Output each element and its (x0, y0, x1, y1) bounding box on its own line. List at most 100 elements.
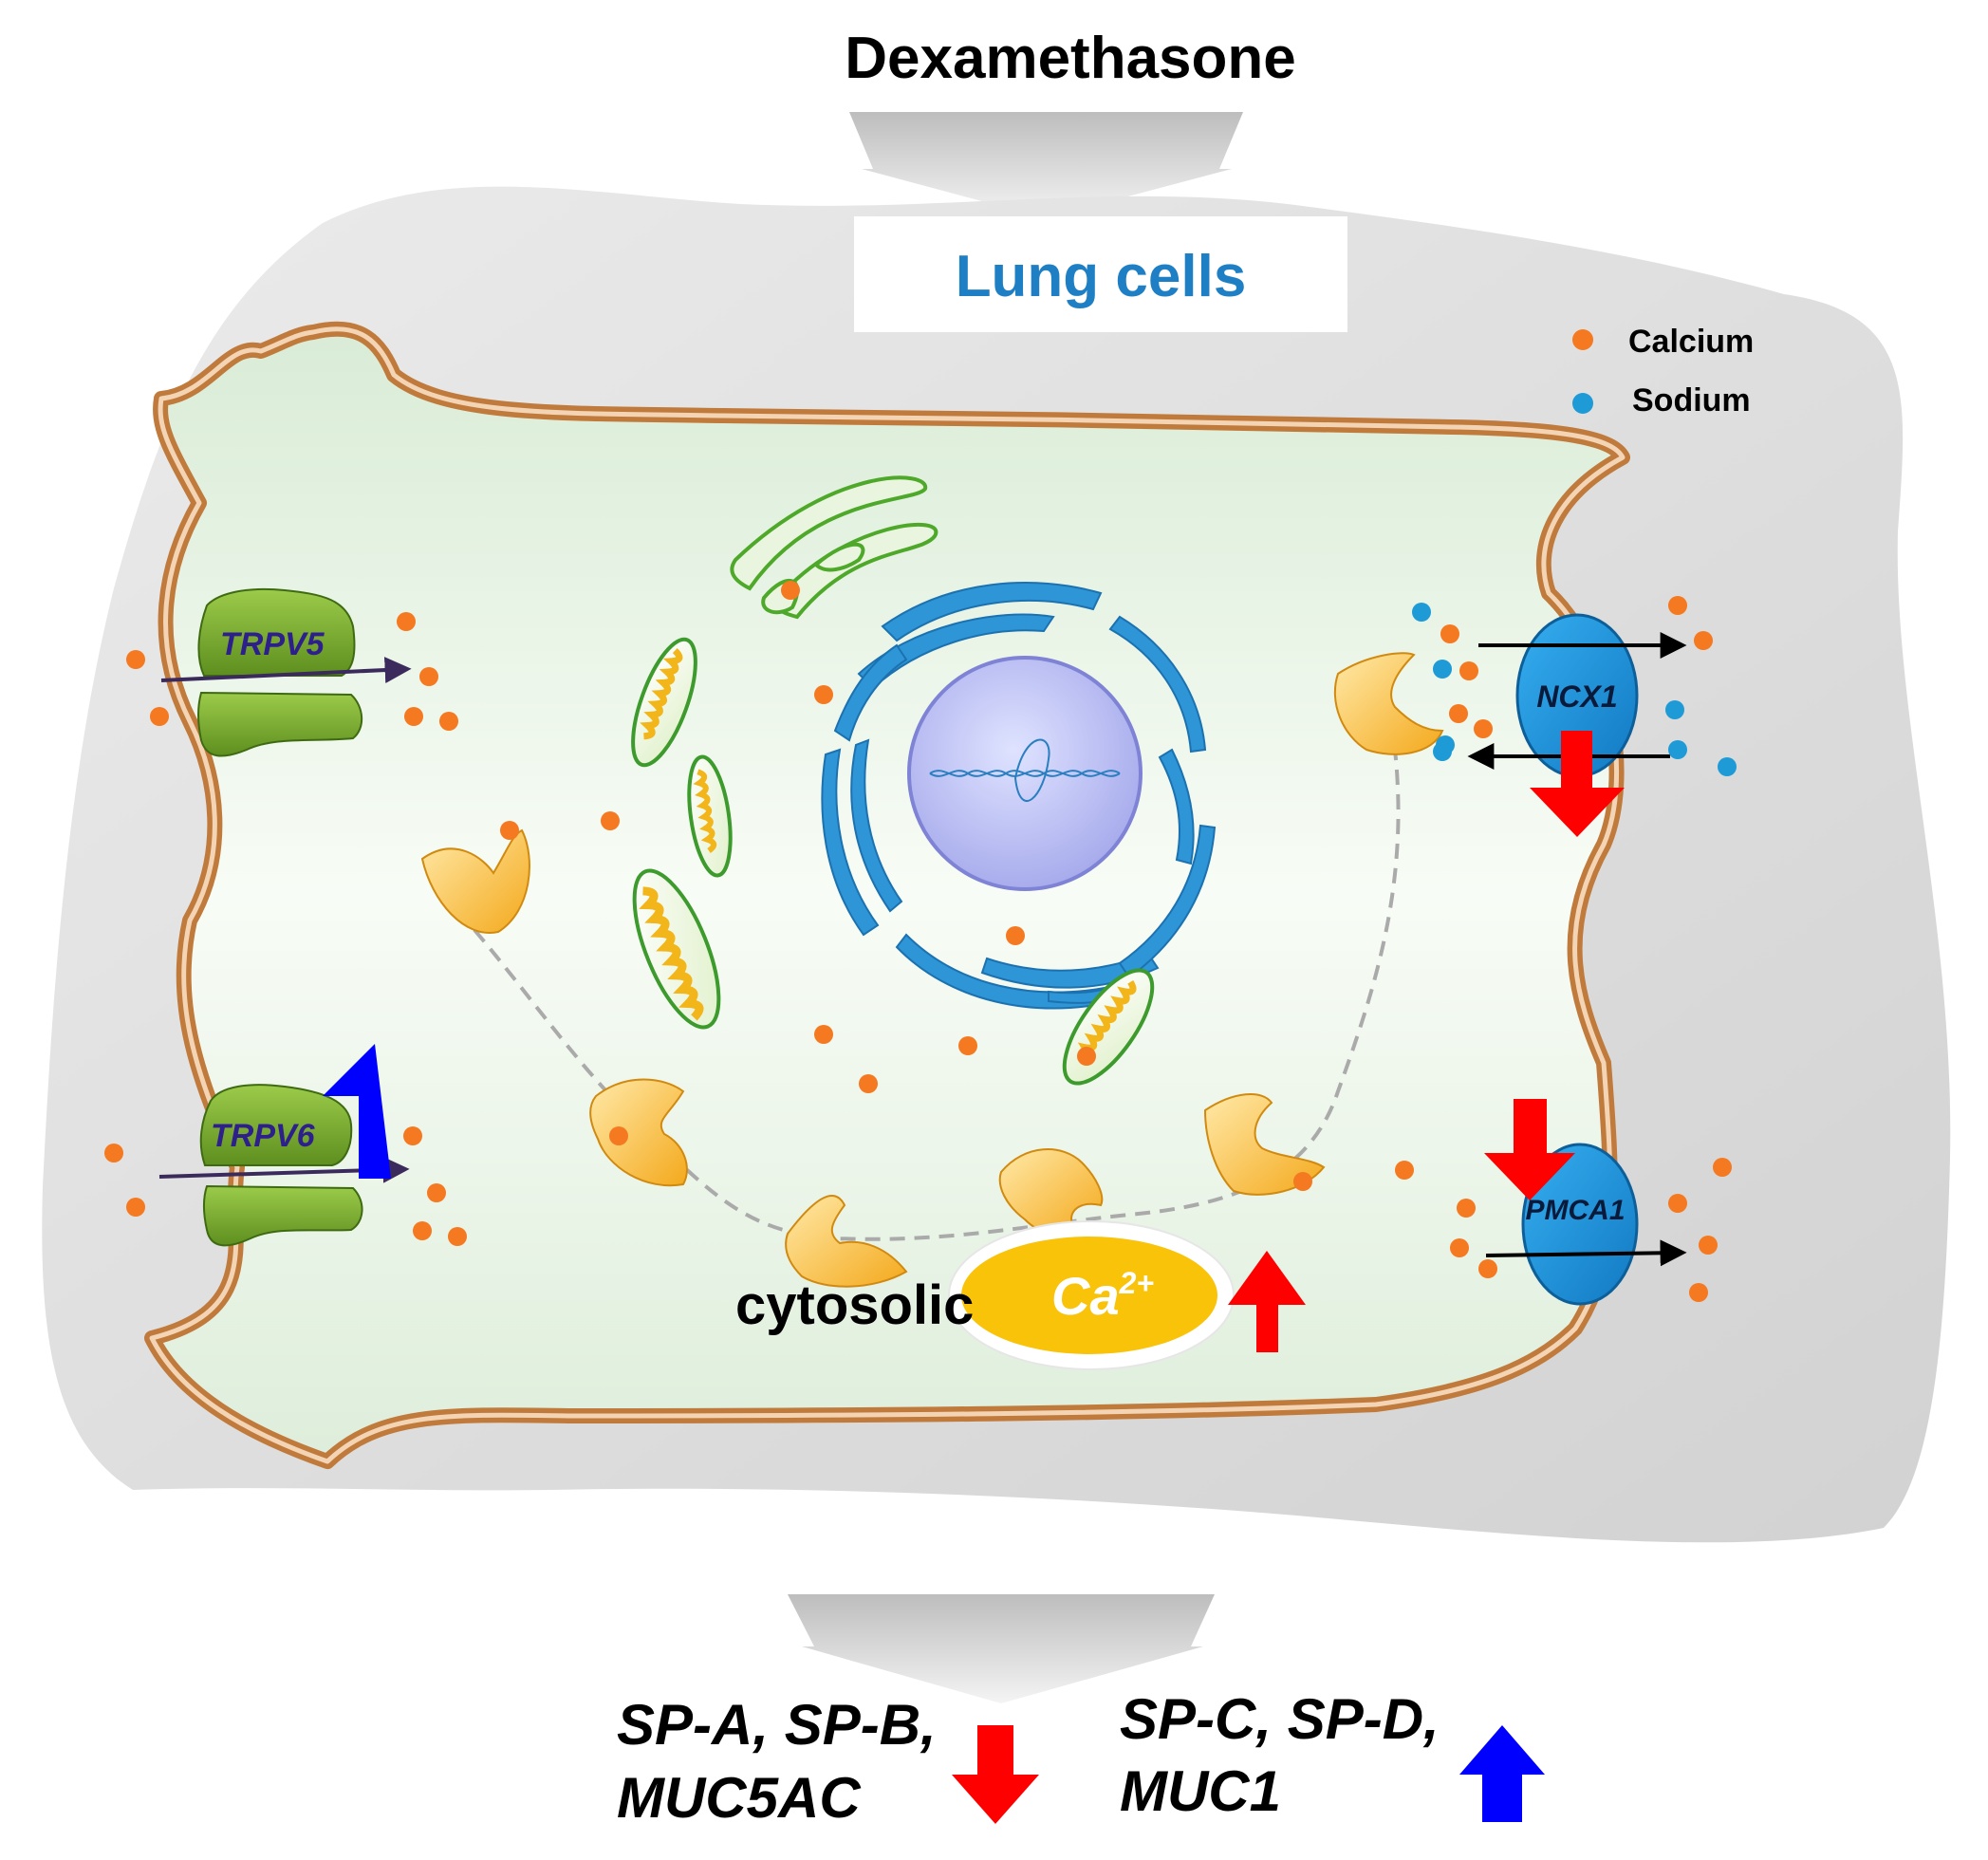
pmca1-label: PMCA1 (1525, 1195, 1625, 1226)
vesicle (589, 1078, 688, 1187)
calcium-ion (448, 1227, 467, 1246)
sodium-ion (1668, 740, 1687, 759)
outcome-down-line1: SP-A, SP-B, (617, 1693, 937, 1757)
cytosolic-calcium-symbol: Ca2+ (1051, 1266, 1154, 1326)
calcium-ion (814, 685, 833, 704)
trpv5-upper-subunit (197, 587, 356, 677)
pmca1-downregulated-arrow (1484, 1099, 1575, 1200)
calcium-ion (1668, 596, 1687, 615)
calcium-ion (126, 650, 145, 669)
trpv5-label: TRPV5 (220, 626, 325, 662)
calcium-ion (814, 1025, 833, 1044)
outcome-up-line1: SP-C, SP-D, (1120, 1687, 1440, 1751)
vesicle (785, 1195, 908, 1288)
ncx1-label: NCX1 (1536, 679, 1617, 714)
sodium-ion (1433, 660, 1452, 679)
dexamethasone-title: Dexamethasone (845, 26, 1296, 91)
sodium-ion (1665, 700, 1684, 719)
calcium-ion (1694, 631, 1713, 650)
calcium-ion (150, 707, 169, 726)
calcium-ion (1450, 1238, 1469, 1257)
legend-calcium-label: Calcium (1628, 324, 1754, 360)
calcium-ion (1449, 704, 1468, 723)
legend-calcium-dot (1572, 329, 1593, 350)
calcium-ion (439, 712, 458, 731)
outcome-down-line2: MUC5AC (617, 1766, 862, 1830)
cytosolic-calcium-charge: 2+ (1119, 1266, 1154, 1300)
mitochondrion (687, 754, 733, 878)
legend: Calcium Sodium (1572, 324, 1754, 418)
dna-strand (929, 738, 1121, 802)
trpv5-channel: TRPV5 (160, 587, 412, 757)
vesicle (998, 1148, 1104, 1237)
cytosolic-calcium-blob (961, 1237, 1217, 1354)
mitochondrion (632, 868, 721, 1030)
sodium-ion (1718, 757, 1737, 776)
outcome-down-arrow (952, 1725, 1039, 1824)
trpv6-label: TRPV6 (211, 1118, 316, 1154)
outcome-upregulated: SP-C, SP-D, MUC1 (1120, 1687, 1545, 1823)
top-funnel-arrow (849, 112, 1243, 218)
outcome-downregulated: SP-A, SP-B, MUC5AC (617, 1693, 1039, 1830)
calcium-ions (104, 581, 1732, 1302)
calcium-ion (609, 1126, 628, 1145)
sodium-ion (1433, 742, 1452, 761)
calcium-ion (427, 1183, 446, 1202)
calcium-ion (1668, 1194, 1687, 1213)
vesicles (420, 652, 1444, 1288)
cytosolic-calcium-up-arrow (1228, 1251, 1306, 1352)
calcium-ion (1478, 1259, 1497, 1278)
pmca1-pump: PMCA1 (1484, 1099, 1687, 1306)
bottom-funnel-arrow (788, 1594, 1215, 1703)
calcium-ion (404, 707, 423, 726)
vesicle (1333, 652, 1444, 755)
calcium-ion (500, 821, 519, 840)
calcium-ion (403, 1126, 422, 1145)
legend-sodium-dot (1572, 393, 1593, 414)
calcium-ion (958, 1036, 977, 1055)
calcium-ion (1395, 1161, 1414, 1180)
ncx1-exchanger: NCX1 (1467, 613, 1687, 837)
sodium-ions (1412, 603, 1737, 776)
mitochondrion (631, 637, 697, 768)
lung-cells-label-box (854, 216, 1347, 332)
calcium-ion (1459, 661, 1478, 680)
calcium-ion (1457, 1199, 1476, 1218)
calcium-ion (1293, 1172, 1312, 1191)
cytosolic-calcium-ion: Ca (1051, 1266, 1120, 1326)
calcium-ion (1474, 719, 1493, 738)
pmca1-body (1521, 1143, 1639, 1306)
calcium-ion (104, 1144, 123, 1162)
trpv6-lower-subunit (203, 1184, 363, 1247)
golgi-apparatus (730, 475, 938, 620)
ncx1-downregulated-arrow (1530, 731, 1625, 837)
calcium-ion (397, 612, 416, 631)
calcium-ion (859, 1074, 878, 1093)
calcium-ion (781, 581, 800, 600)
trpv5-lower-subunit (197, 691, 363, 757)
cytosolic-calcium: cytosolic Ca2+ (735, 1220, 1306, 1370)
outcome-up-arrow (1459, 1725, 1545, 1822)
sodium-ion (1412, 603, 1431, 622)
calcium-ion (126, 1198, 145, 1217)
trpv5-influx-arrow (160, 657, 412, 684)
calcium-ion (1006, 926, 1025, 945)
pmca1-calcium-efflux-arrow (1485, 1239, 1687, 1267)
cytosolic-label: cytosolic (735, 1274, 974, 1336)
calcium-ion (1689, 1283, 1708, 1302)
outcome-up-line2: MUC1 (1120, 1759, 1281, 1823)
calcium-ion (1077, 1047, 1096, 1066)
vesicle-transport-path (473, 749, 1401, 1241)
calcium-ion (1699, 1236, 1718, 1255)
cell-membrane-inner (149, 326, 1626, 1464)
trpv6-upregulated-arrow (323, 1044, 391, 1179)
calcium-ion (601, 811, 620, 830)
trpv6-channel: TRPV6 (158, 1044, 410, 1247)
calcium-ion (419, 667, 438, 686)
vesicle (420, 828, 530, 935)
legend-sodium-label: Sodium (1632, 382, 1751, 418)
lung-cells-label: Lung cells (956, 244, 1247, 309)
calcium-ion (1713, 1158, 1732, 1177)
calcium-ion (1440, 624, 1459, 643)
